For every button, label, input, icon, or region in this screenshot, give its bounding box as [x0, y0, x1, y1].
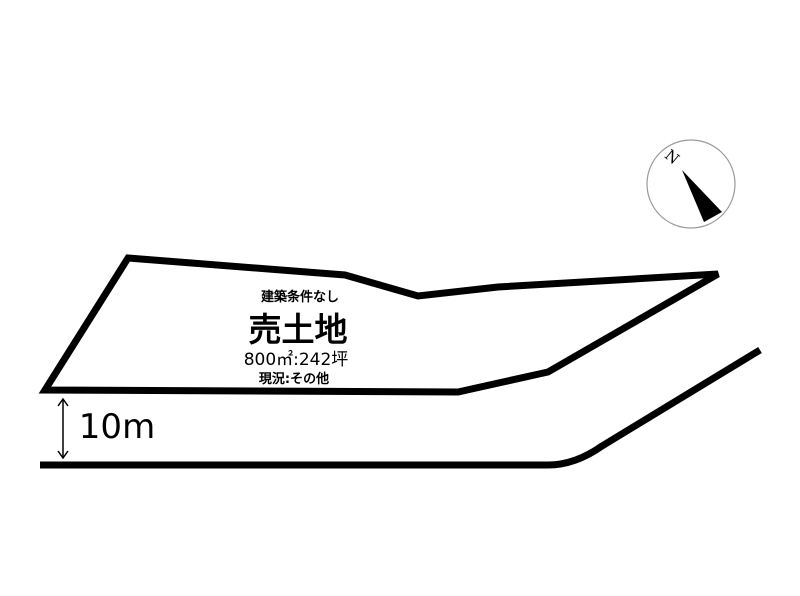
- road-edge-line: [40, 347, 762, 469]
- current-status-label: 現況:その他: [258, 372, 330, 387]
- plot-title: 売土地: [248, 310, 348, 349]
- land-parcel-outline: [38, 254, 720, 396]
- road-width-label: 10m: [78, 407, 156, 447]
- compass: N: [646, 139, 736, 229]
- north-arrow-icon: [682, 170, 722, 222]
- plot-area-label: 800㎡:242坪: [243, 350, 349, 370]
- building-condition-label: 建築条件なし: [260, 290, 340, 305]
- road-width-arrow: [57, 397, 69, 460]
